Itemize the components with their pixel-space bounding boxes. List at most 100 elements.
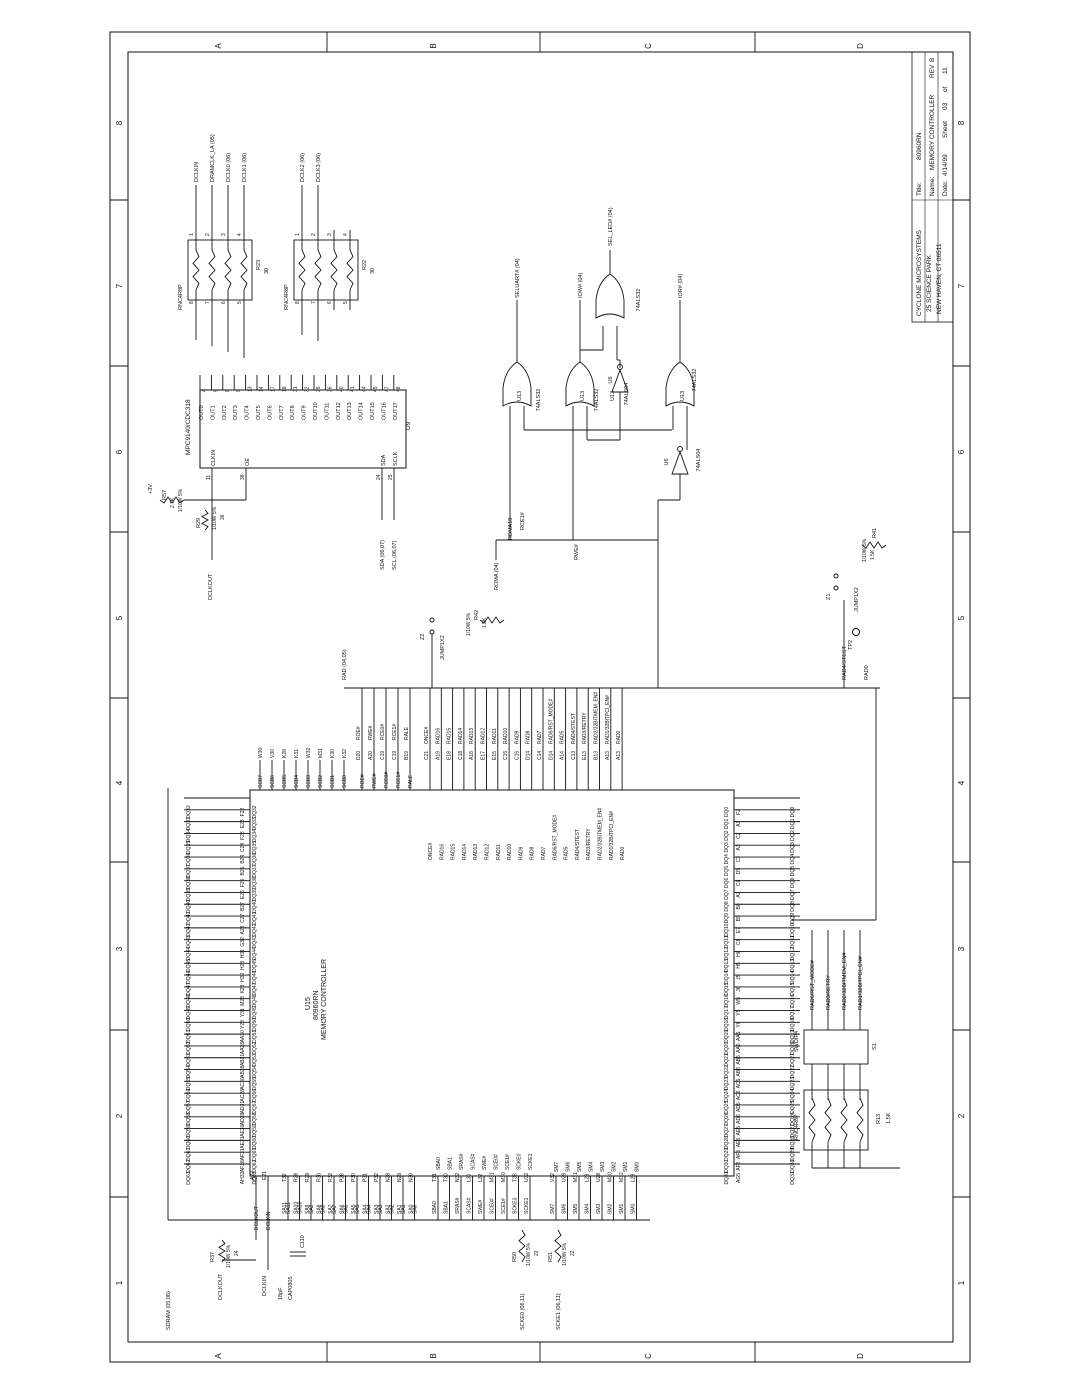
title-value: 80960RN [916, 132, 923, 160]
rctl-ball: C19 [380, 751, 386, 760]
dq-low-ball: C2 [736, 832, 742, 839]
u9-output-name: OUT2 [222, 405, 228, 420]
dq-high-net-label: DQ40 [186, 900, 192, 914]
dq-low-net-label: DQ29 [790, 1148, 796, 1162]
rad-bus-label: RAD (04,05) [342, 649, 348, 680]
name-label: Name: [929, 177, 936, 196]
dq-high-pin-name: DQ49 [252, 1006, 258, 1019]
dq-low-pin-name: DQ27 [724, 1124, 730, 1137]
dq-low-pin-name: DQ13 [724, 959, 730, 972]
ctrl-pin-name: SCAS# [471, 1153, 477, 1170]
dq-low-pin-name: DQ14 [724, 971, 730, 984]
u15-desc: MEMORY CONTROLLER [321, 959, 328, 1040]
or-gate-ior [665, 361, 695, 407]
sa-pin-name: SA8 [321, 1204, 327, 1214]
rdma18-label: RDMA18 [508, 518, 514, 540]
scb-pin-name: SCB6 [270, 775, 276, 788]
r42-body [479, 616, 505, 624]
ctrl-pin-name: SCKE0 [517, 1153, 523, 1170]
r23-pin-top: 2 [205, 233, 211, 236]
clk2-net-label: DCLK2 (06) [300, 153, 306, 182]
sa-ball: N30 [409, 1173, 415, 1182]
rad-pin-name: RAD13 [473, 844, 479, 860]
rwe-label: RWE# [574, 543, 580, 560]
dq-high-pin-name: DQ46 [252, 971, 258, 984]
dq-high-net-label: DQ56 [186, 1088, 192, 1102]
dq-high-pin-name: DQ62 [252, 1159, 258, 1172]
sa-pin-name: SA3 [378, 1204, 384, 1214]
rad-pin-name: RAD8 [530, 846, 536, 860]
rad-pin-name: RAD16 [439, 844, 445, 860]
row-label-bottom: D [856, 1353, 865, 1359]
rad-ball: C18 [458, 751, 464, 760]
ctrl-ball: N32 [455, 1173, 461, 1182]
r37-tol: 1/10W 5% [226, 1244, 232, 1268]
dq-low-pin-name: DQ16 [724, 994, 730, 1007]
u9-clock-buffer: MPC9140/CDC318 U9 CLKIN11OE38SDA24SCLK25… [185, 375, 412, 570]
rad-ball: A13 [605, 751, 611, 760]
dq-high-ball: AD31 [240, 1101, 246, 1114]
sheet-number: 03 [942, 102, 949, 110]
r22-element [346, 249, 354, 291]
sm-ball: U28 [596, 1173, 602, 1182]
u9-output-pin-number: 41 [350, 386, 356, 392]
dq-low-pin-name: DQ11 [724, 935, 730, 948]
u15-part: 80960RN [313, 990, 320, 1020]
dq-low-pin-name: DQ12 [724, 947, 730, 960]
dq-low-net-label: DQ20 [790, 1041, 796, 1055]
r22-pin-bottom: 8 [295, 301, 301, 304]
sda-net-label: SDA (06,07) [380, 540, 386, 570]
r22-pin-bottom: 5 [343, 301, 349, 304]
inverter-u6-b-bubble [677, 446, 683, 452]
sdram-label: SDRAM (05,06) [166, 1291, 172, 1330]
dq-high-pin-name: DQ39 [252, 888, 258, 901]
r22-pin-top: 3 [327, 233, 333, 236]
gate-ref-u6: U6 [608, 376, 614, 383]
u9-input-pin-number: 11 [206, 475, 212, 480]
dq-low-net-label: DQ2 [790, 830, 796, 841]
z1-part: JUMP1X2 [854, 587, 860, 612]
ctrl-net-label: SCKE0 [513, 1197, 519, 1214]
rad-ball: C21 [424, 751, 430, 760]
dq-high-ball: Y28 [240, 1020, 246, 1029]
u9-output-pin-number: 48 [396, 386, 402, 392]
r22-pin-top: 4 [343, 233, 349, 236]
dq-low-net-label: DQ7 [790, 889, 796, 900]
dq-low-net-label: DQ1 [790, 818, 796, 829]
company-line-2: 25 SCIENCE PARK [926, 254, 933, 312]
dq-high-net-label: DQ57 [186, 1100, 192, 1114]
dq-high-ball: H31 [240, 949, 246, 958]
u9-input-name: SDA [381, 454, 387, 466]
gate-ref-u6: U6 [664, 458, 670, 465]
dq-high-ball: AE31 [240, 1136, 246, 1148]
r22-value: 30 [370, 268, 376, 274]
dq-low-net-label: DQ13 [790, 959, 796, 973]
sheet-total: 11 [942, 67, 949, 74]
rad-ball: A18 [469, 751, 475, 760]
u9-output-pin-number: 14 [259, 386, 265, 392]
dq-high-pin-name: DQ48 [252, 994, 258, 1007]
r50-body [518, 1229, 526, 1263]
dq-low-net-label: DQ8 [790, 901, 796, 912]
dq-low-net-label: DQ31 [790, 1171, 796, 1185]
dq-high-ball: F22 [240, 807, 246, 816]
dq-high-pin-name: DQ54 [252, 1065, 258, 1078]
dq-high-ball: B27 [240, 902, 246, 911]
clk-net-label: DCLK1 (06) [242, 153, 248, 182]
dq-low-net-label: DQ3 [790, 842, 796, 853]
dq-low-ball: A3 [736, 844, 742, 850]
dq-high-ball: B24 [240, 855, 246, 864]
z2-pin [429, 629, 435, 635]
sa-net-label: SA7 [328, 1204, 334, 1214]
dq-high-pin-name: DQ36 [252, 852, 258, 865]
u9-output-pin-number: 44 [362, 386, 368, 392]
dq-high-net-label: DQ53 [186, 1053, 192, 1067]
column-label-right: 3 [957, 946, 966, 951]
r23-pin-top: 4 [237, 233, 243, 236]
u15-ref: U15 [305, 997, 312, 1010]
u9-output-name: OUT13 [347, 402, 353, 420]
ctrl-net-label: SBA1 [444, 1201, 450, 1214]
dq-high-pin-name: DQ60 [252, 1136, 258, 1149]
r22-part: RNC4R8P [284, 284, 290, 310]
